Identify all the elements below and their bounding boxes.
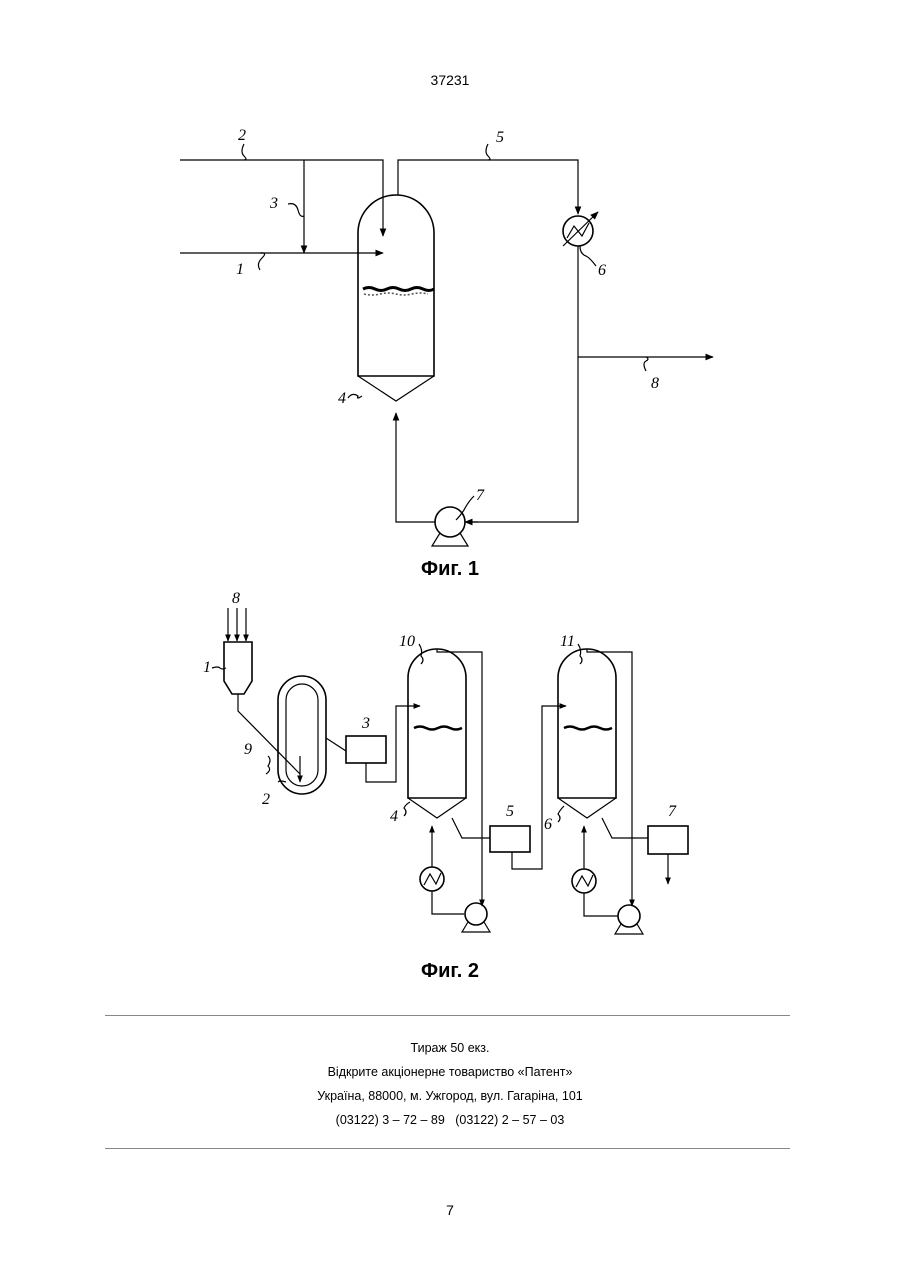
heat-exchanger-2: [572, 869, 596, 893]
fig1-label-1: 1: [236, 261, 244, 278]
fig2-label-9: 9: [244, 741, 252, 758]
fig2-label-8: 8: [232, 590, 240, 607]
liquid-level: [363, 288, 434, 291]
reactor-vessel-11: [558, 649, 616, 798]
fig1-label-2: 2: [238, 127, 246, 144]
feed-hopper: [224, 642, 252, 694]
figure-1-diagram: 2 5 3 1 6 4 8 7: [178, 108, 724, 558]
separator-box-7: [648, 826, 688, 854]
heat-exchanger-1: [420, 867, 444, 891]
fig2-label-6: 6: [544, 816, 552, 833]
fig1-label-6: 6: [598, 262, 606, 279]
fig2-label-11: 11: [560, 633, 575, 650]
fig2-label-3: 3: [361, 715, 370, 732]
fig2-label-1: 1: [203, 659, 211, 676]
pump: [435, 507, 465, 537]
fig1-label-5: 5: [496, 129, 504, 146]
fig2-label-7: 7: [668, 803, 677, 820]
footer-circulation: Тираж 50 екз.: [0, 1036, 900, 1060]
figure-2-caption: Фиг. 2: [0, 960, 900, 983]
pump-2: [618, 905, 640, 927]
page-number: 7: [0, 1202, 900, 1218]
separator-box-5: [490, 826, 530, 852]
reactor-vessel-10: [408, 649, 466, 798]
fig2-label-5: 5: [506, 803, 514, 820]
footer-address: Україна, 88000, м. Ужгород, вул. Гагарін…: [0, 1084, 900, 1108]
footer-bottom-divider: [105, 1148, 790, 1149]
reactor-vessel: [358, 195, 434, 376]
fig1-label-7: 7: [476, 487, 485, 504]
separator-box-3: [346, 736, 386, 763]
figure-2-diagram: 8 1 9 2 3 10 4 5 11 6 7: [182, 586, 722, 960]
document-number: 37231: [0, 72, 900, 88]
footer-publisher: Відкрите акціонерне товариство «Патент»: [0, 1060, 900, 1084]
publisher-footer: Тираж 50 екз. Відкрите акціонерне товари…: [0, 1036, 900, 1132]
footer-top-divider: [105, 1015, 790, 1016]
fig2-label-10: 10: [399, 633, 415, 650]
fig1-label-8: 8: [651, 375, 659, 392]
figure-1-caption: Фиг. 1: [0, 558, 900, 581]
fig2-label-4: 4: [390, 808, 398, 825]
pump-1: [465, 903, 487, 925]
loop-reactor: [278, 676, 326, 794]
footer-phones: (03122) 3 – 72 – 89 (03122) 2 – 57 – 03: [0, 1108, 900, 1132]
fig1-label-4: 4: [338, 390, 346, 407]
fig1-label-3: 3: [269, 195, 278, 212]
fig2-label-2: 2: [262, 791, 270, 808]
